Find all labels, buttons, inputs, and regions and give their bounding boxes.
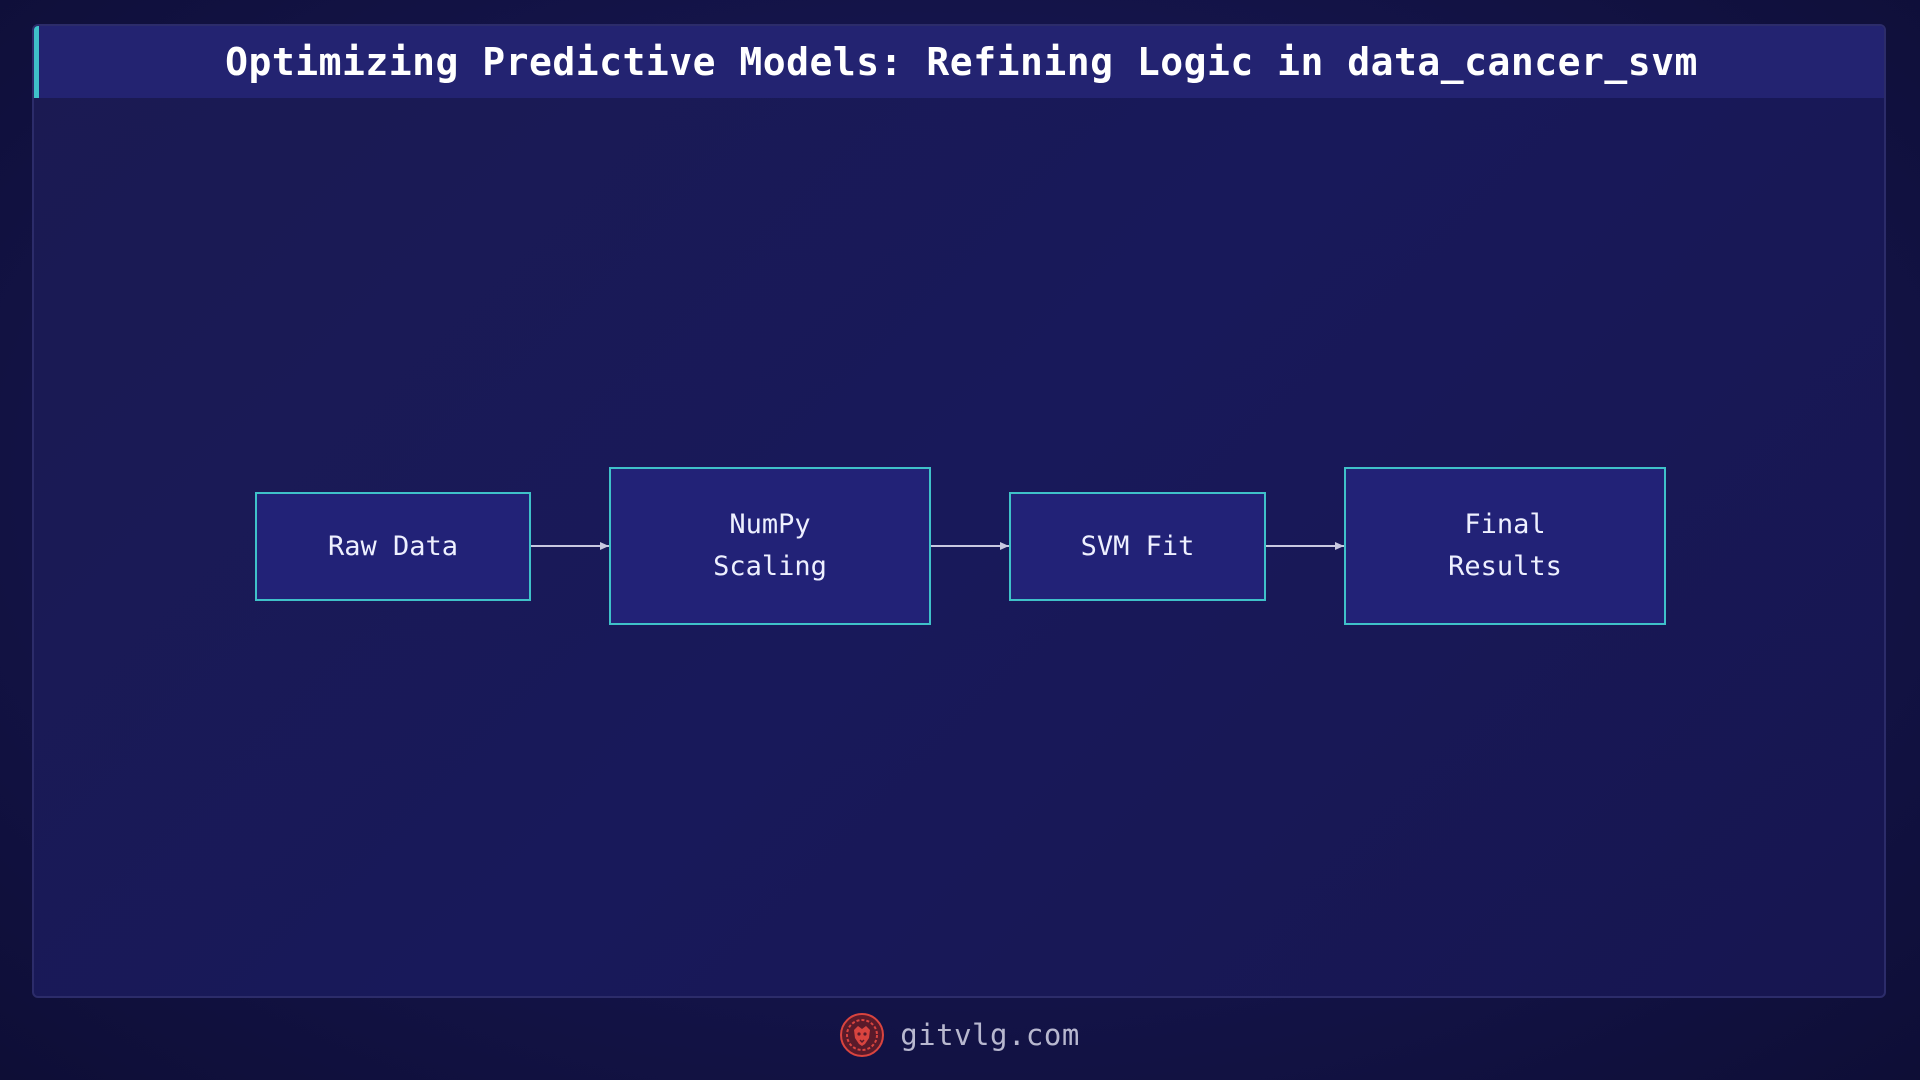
node-final-results[interactable]: Final Results — [1344, 467, 1666, 625]
page-title: Optimizing Predictive Models: Refining L… — [225, 40, 1698, 84]
footer: gitvlg.com — [0, 1010, 1920, 1060]
title-bar: Optimizing Predictive Models: Refining L… — [34, 26, 1884, 98]
node-svm-fit[interactable]: SVM Fit — [1009, 492, 1266, 601]
lion-logo-icon — [840, 1013, 885, 1057]
footer-site-text: gitvlg.com — [900, 1018, 1080, 1052]
node-label: NumPy Scaling — [713, 509, 827, 582]
node-label: Raw Data — [327, 530, 459, 562]
node-label: SVM Fit — [1080, 530, 1195, 562]
node-raw-data[interactable]: Raw Data — [255, 492, 531, 601]
node-label: Final Results — [1448, 509, 1562, 582]
node-numpy-scaling[interactable]: NumPy Scaling — [609, 467, 931, 625]
